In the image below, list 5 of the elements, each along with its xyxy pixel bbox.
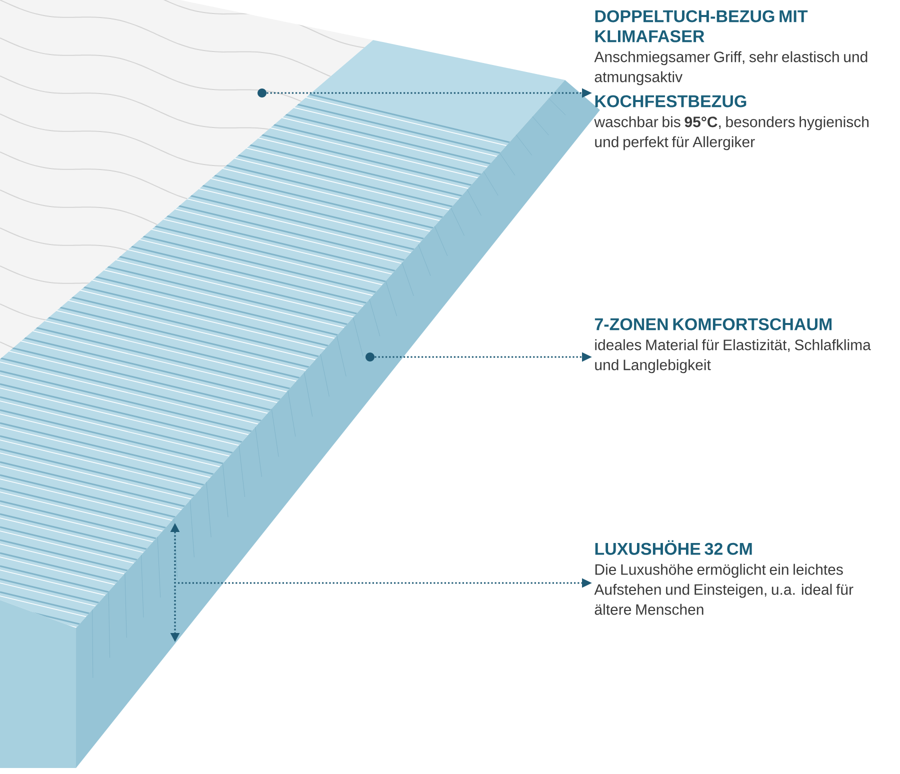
marker-dot [258, 88, 266, 98]
callout-text: 7-ZONEN KOMFORTSCHAUM ideales Material für Elastizität, Schlafklima und Langlebigkeit [594, 318, 871, 374]
callout-text: LUXUSHÖHE 32 CM Die Luxushöhe ermöglicht ein leichtes Aufstehen und Einsteigen, u.a. ideal für ältere Menschen [594, 540, 854, 615]
callout-text: DOPPELTUCH-BEZUG MIT KLIMAFASER Anschmiegsamer Griff, sehr elastisch und atmungsaktiv KOCHFESTBEZUG waschbar bis 95°C, besonders hygienisch und perfekt für Allergiker [594, 10, 868, 150]
marker-dot [366, 352, 374, 362]
